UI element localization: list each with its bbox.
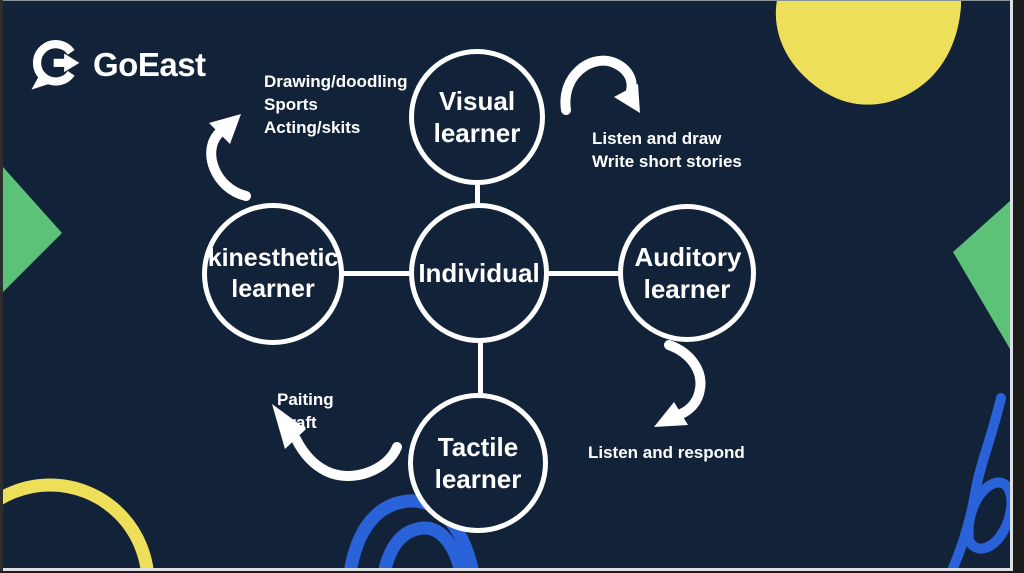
frame-left-strip <box>0 0 3 573</box>
node-tactile-label: Tactile learner <box>434 431 522 495</box>
annotation-kinesthetic-activities: Drawing/doodling Sports Acting/skits <box>264 70 408 139</box>
link-individual-tactile <box>478 339 483 396</box>
node-visual-label: Visual learner <box>433 85 521 149</box>
curved-arrow-kinesthetic-icon <box>206 114 251 201</box>
node-individual-label: Individual <box>418 257 540 288</box>
node-auditory-label: Auditory learner <box>634 241 742 305</box>
node-kinesthetic-learner: kinesthetic learner <box>202 203 344 345</box>
annotation-line: Listen and draw <box>592 129 722 148</box>
node-auditory-learner: Auditory learner <box>618 204 756 342</box>
annotation-line: Drawing/doodling <box>264 72 408 91</box>
frame-bottom-line <box>3 568 1010 571</box>
node-individual: Individual <box>409 203 549 343</box>
annotation-line: Acting/skits <box>264 118 361 137</box>
goeast-logo: GoEast <box>28 36 206 92</box>
annotation-tactile-activities: Paiting Craft <box>277 388 334 434</box>
green-triangle-right <box>953 201 1010 349</box>
annotation-auditory-activities: Listen and respond <box>588 441 745 464</box>
blue-squiggle-line <box>946 393 1006 573</box>
link-visual-individual <box>475 181 480 207</box>
curved-arrow-visual-icon <box>560 55 640 115</box>
link-kinesthetic-individual <box>343 271 412 276</box>
annotation-line: Write short stories <box>592 152 742 171</box>
annotation-visual-activities: Listen and draw Write short stories <box>592 127 742 173</box>
annotation-line: Listen and respond <box>588 443 745 462</box>
node-visual-learner: Visual learner <box>409 49 545 185</box>
yellow-blob-shape <box>775 0 961 105</box>
annotation-line: Paiting <box>277 390 334 409</box>
frame-right-strip <box>1013 0 1024 573</box>
yellow-circle-scribble <box>0 478 154 573</box>
frame-bottom-strip <box>0 571 1024 573</box>
node-tactile-learner: Tactile learner <box>408 393 548 533</box>
curved-arrow-auditory-icon <box>654 340 706 427</box>
blue-squiggle-loop <box>963 477 1017 554</box>
node-kinesthetic-label: kinesthetic learner <box>207 243 339 303</box>
frame-right-line <box>1010 0 1013 571</box>
goeast-logo-icon <box>31 40 80 90</box>
logo-text: GoEast <box>93 45 206 83</box>
annotation-line: Craft <box>277 413 317 432</box>
annotation-line: Sports <box>264 95 318 114</box>
blue-arc-inner <box>377 521 468 573</box>
link-individual-auditory <box>548 271 620 276</box>
green-triangle-left <box>3 167 62 292</box>
frame-top-line <box>3 0 1010 1</box>
